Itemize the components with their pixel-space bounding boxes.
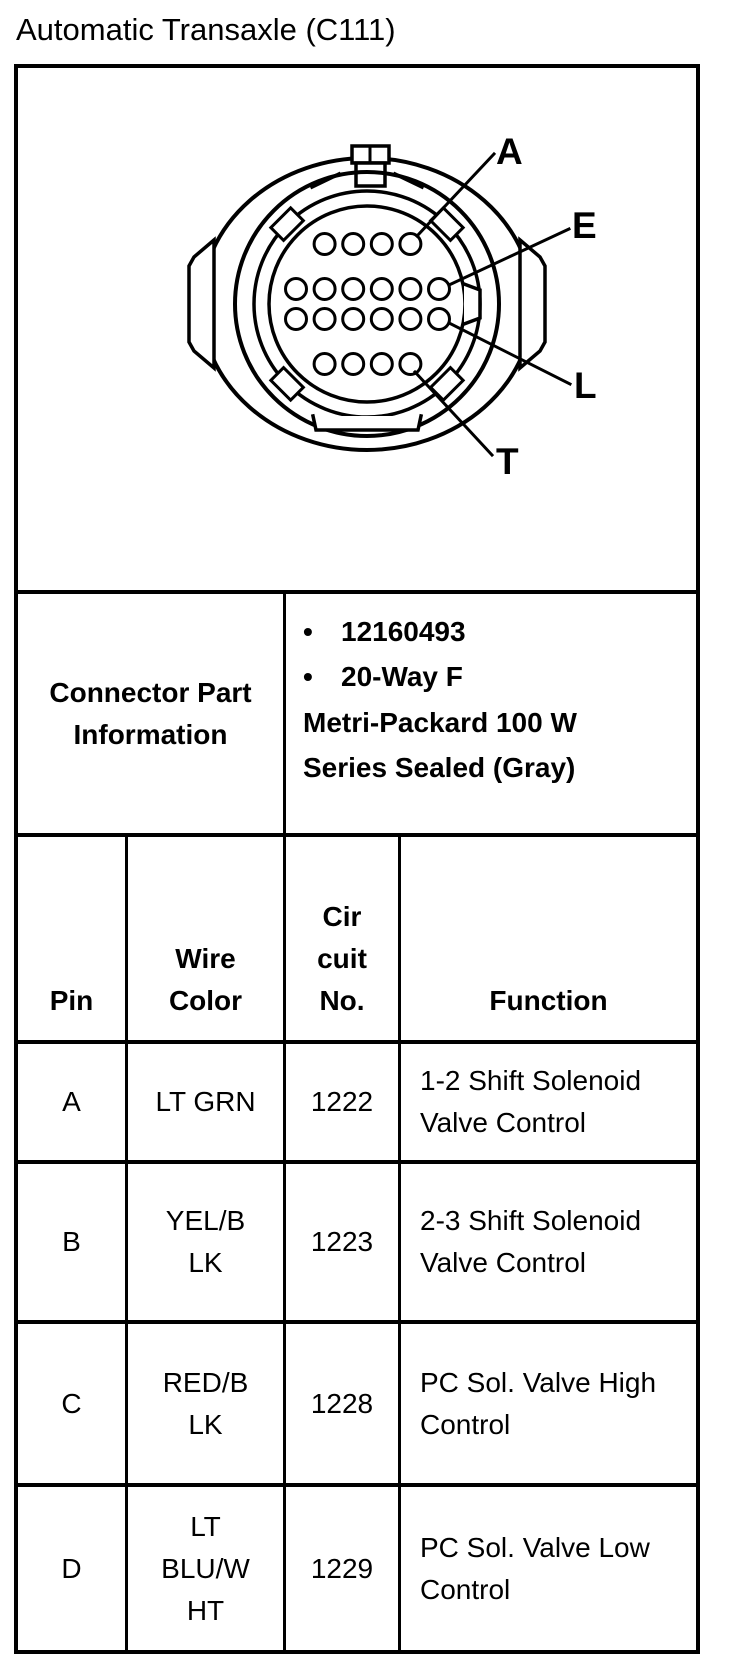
cell-pin: B [62, 1226, 81, 1257]
pin-table-row-a: A LT GRN 1222 1-2 Shift Solenoid Valve C… [18, 1040, 696, 1160]
connector-bottom-keyway [310, 413, 424, 432]
part-info-bullet-item: • 20-Way F [303, 654, 686, 699]
pin-hole [341, 307, 366, 331]
cell-circuit-no: 1229 [283, 1487, 398, 1650]
pin-hole [312, 352, 337, 376]
cell-pin: D [61, 1552, 82, 1584]
pin-hole [369, 352, 394, 376]
header-circuit-no: Cir cuit No. [283, 837, 398, 1040]
cell-circuit-no: 1228 [283, 1324, 398, 1483]
bullet-icon: • [303, 616, 313, 647]
pin-hole-e [427, 277, 451, 301]
connector-pin-field [267, 204, 467, 404]
bullet-icon: • [303, 661, 313, 693]
header-wire-color: Wire Color [125, 837, 283, 1040]
connector-right-wing [518, 236, 547, 372]
pin-hole [284, 307, 308, 331]
part-info-row: Connector Part Information • 12160493 • … [18, 590, 696, 833]
connector-outer-shell [199, 156, 535, 452]
connector-ring-outer [233, 170, 501, 438]
callout-label-a: A [496, 131, 523, 172]
ring-notch [268, 365, 306, 403]
pin-hole [284, 277, 308, 301]
connector-key-bump [461, 281, 482, 327]
part-info-details: • 12160493 • 20-Way F Metri-Packard 100 … [283, 594, 696, 833]
callout-line-e [447, 227, 571, 287]
part-info-bullet-item: • 12160493 [303, 609, 686, 654]
pin-hole [369, 277, 394, 301]
cell-pin: C [61, 1387, 82, 1419]
connector-diagram: A E L T [187, 131, 597, 482]
pin-hole [341, 232, 366, 256]
callout-line-t [412, 369, 495, 458]
connector-info-table: A E L T Connector Part Information • 121… [14, 64, 700, 1654]
connector-diagram-cell: A E L T [18, 68, 696, 590]
page-title: Automatic Transaxle (C111) [16, 12, 396, 47]
callout-label-t: T [496, 441, 519, 482]
cell-wire-color: RED/B LK [125, 1324, 283, 1483]
connector-left-wing [187, 236, 216, 372]
pin-hole-t [398, 352, 423, 376]
pin-table-row-b: B YEL/B LK 1223 2-3 Shift Solenoid Valve… [18, 1160, 696, 1320]
header-pin: Pin [49, 985, 94, 1016]
header-function: Function [398, 837, 696, 1040]
pin-hole [369, 232, 394, 256]
cell-function: PC Sol. Valve High Control [398, 1324, 696, 1483]
cell-pin: A [62, 1086, 81, 1117]
pin-hole [341, 277, 366, 301]
pin-hole [312, 277, 337, 301]
cell-wire-color: LT GRN [125, 1044, 283, 1160]
cell-circuit-no: 1222 [283, 1044, 398, 1160]
part-number: 12160493 [341, 616, 466, 647]
callout-label-l: L [574, 365, 597, 406]
connector-way-count: 20-Way F [341, 661, 463, 693]
pin-hole-a [398, 232, 423, 256]
callout-label-e: E [572, 205, 597, 246]
cell-circuit-no: 1223 [283, 1164, 398, 1320]
cell-function: 2-3 Shift Solenoid Valve Control [398, 1164, 696, 1320]
callout-line-l [446, 320, 573, 387]
pin-hole [369, 307, 394, 331]
pin-holes [284, 232, 451, 376]
pin-hole [398, 277, 423, 301]
part-info-heading: Connector Part Information [49, 676, 252, 750]
pin-hole [398, 307, 423, 331]
cell-function: PC Sol. Valve Low Control [398, 1487, 696, 1650]
cell-wire-color: LT BLU/W HT [125, 1487, 283, 1650]
pin-hole [341, 352, 366, 376]
pin-hole [312, 232, 337, 256]
pin-table-row-c: C RED/B LK 1228 PC Sol. Valve High Contr… [18, 1320, 696, 1483]
callout-line-a [414, 151, 497, 239]
pin-hole [312, 307, 337, 331]
cell-function: 1-2 Shift Solenoid Valve Control [398, 1044, 696, 1160]
pin-hole-l [427, 307, 451, 331]
ring-notch [268, 205, 306, 243]
pin-table-row-d: D LT BLU/W HT 1229 PC Sol. Valve Low Con… [18, 1483, 696, 1650]
pin-table-header-row: Pin Wire Color Cir cuit No. Function [18, 833, 696, 1040]
connector-series-description: Metri-Packard 100 W Series Sealed (Gray) [303, 706, 577, 784]
cell-wire-color: YEL/B LK [125, 1164, 283, 1320]
